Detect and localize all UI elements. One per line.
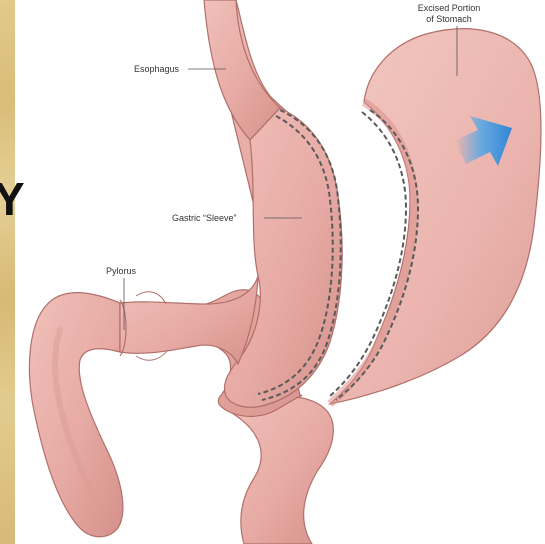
intestine-loop <box>232 396 333 544</box>
pylorus-label: Pylorus <box>106 266 137 276</box>
gastric-sleeve-label: Gastric “Sleeve” <box>172 213 237 223</box>
duodenum-loop <box>29 293 122 537</box>
excised-portion-label-line1: Excised Portion <box>418 3 481 13</box>
sleeve-connector <box>120 276 258 364</box>
excised-stomach <box>330 29 541 404</box>
esophagus-label: Esophagus <box>134 64 180 74</box>
excised-portion-label-line2: of Stomach <box>426 14 472 24</box>
